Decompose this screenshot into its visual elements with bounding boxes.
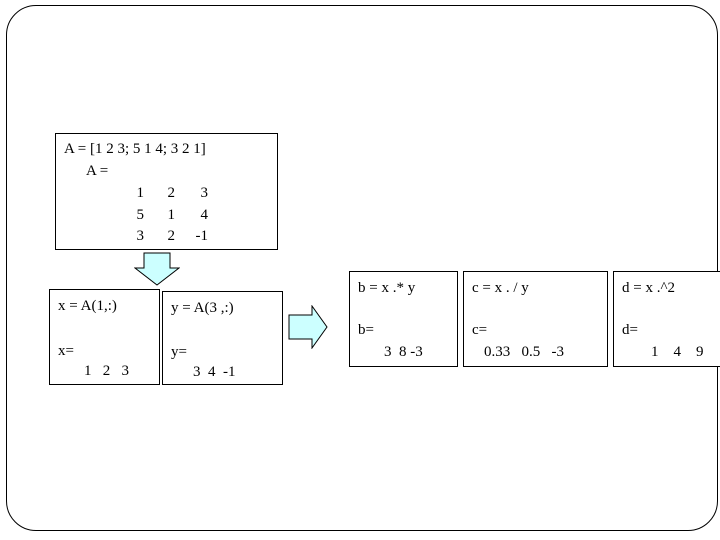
b-label: b= xyxy=(358,322,374,338)
matrix-cell: 5 xyxy=(136,207,145,223)
c-result-box: c = x . / y c= 0.33 0.5 -3 xyxy=(463,271,608,367)
matrix-a-label: A = xyxy=(86,163,109,179)
x-label: x= xyxy=(58,343,74,359)
x-row-box: x = A(1,:) x= 1 2 3 xyxy=(49,289,160,385)
right-arrow-icon xyxy=(288,305,328,349)
c-values: 0.33 0.5 -3 xyxy=(484,344,564,360)
d-values: 1 4 9 xyxy=(651,344,704,360)
matrix-a-command: A = [1 2 3; 5 1 4; 3 2 1] xyxy=(64,141,206,157)
y-row-box: y = A(3 ,:) y= 3 4 -1 xyxy=(162,291,283,385)
c-label: c= xyxy=(472,322,488,338)
matrix-cell: 3 xyxy=(136,228,145,244)
matrix-cell: 2 xyxy=(167,185,176,201)
y-values: 3 4 -1 xyxy=(193,364,236,380)
matrix-cell: -1 xyxy=(195,228,209,244)
matrix-cell: 1 xyxy=(167,207,176,223)
y-label: y= xyxy=(171,344,187,360)
c-command: c = x . / y xyxy=(472,280,529,296)
matrix-a-box: A = [1 2 3; 5 1 4; 3 2 1] A = 1 2 3 5 1 … xyxy=(55,133,278,250)
matrix-cell: 1 xyxy=(136,185,145,201)
x-values: 1 2 3 xyxy=(84,363,129,379)
x-command: x = A(1,:) xyxy=(58,298,117,314)
b-values: 3 8 -3 xyxy=(384,344,423,360)
slide-frame xyxy=(6,5,718,531)
matrix-cell: 4 xyxy=(200,207,209,223)
d-result-box: d = x .^2 d= 1 4 9 xyxy=(613,271,720,367)
down-arrow-icon xyxy=(134,252,180,286)
d-command: d = x .^2 xyxy=(622,280,675,296)
y-command: y = A(3 ,:) xyxy=(171,300,234,316)
d-label: d= xyxy=(622,322,638,338)
matrix-cell: 3 xyxy=(200,185,209,201)
b-result-box: b = x .* y b= 3 8 -3 xyxy=(349,271,458,367)
matrix-cell: 2 xyxy=(167,228,176,244)
b-command: b = x .* y xyxy=(358,280,416,296)
